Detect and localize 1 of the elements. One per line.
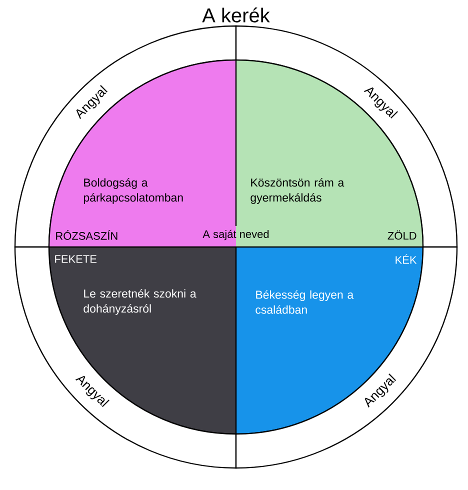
title: A kerék: [202, 8, 270, 22]
